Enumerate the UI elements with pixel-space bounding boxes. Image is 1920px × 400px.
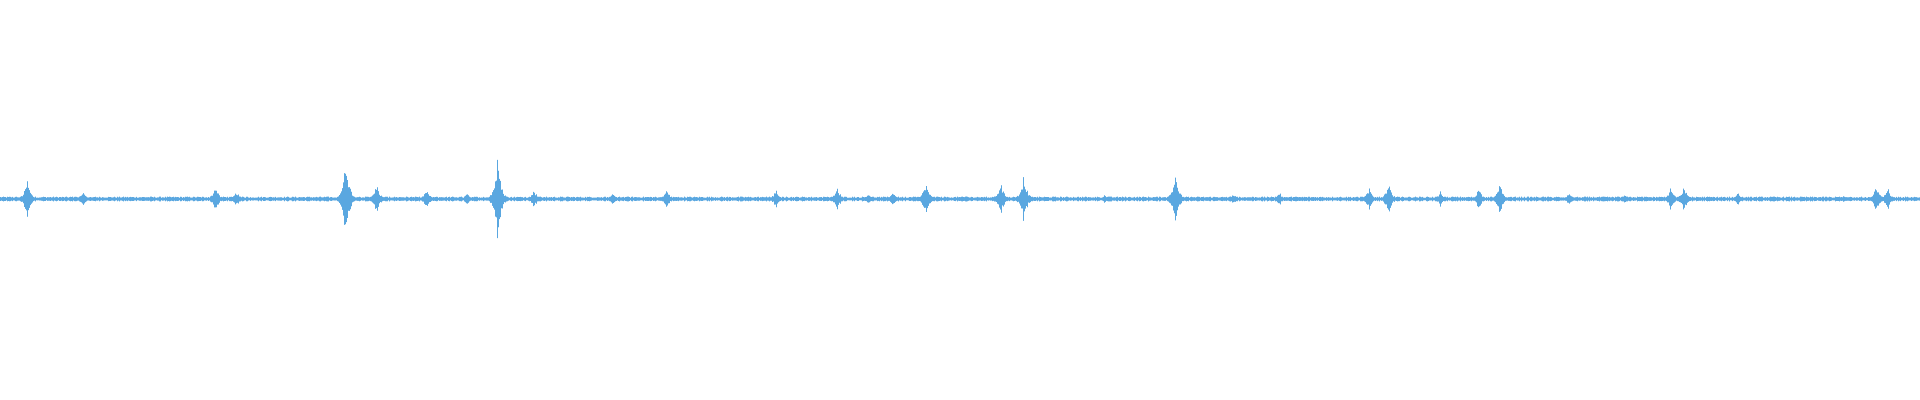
waveform-samples bbox=[0, 159, 1920, 239]
waveform-sample-bars bbox=[0, 159, 1920, 239]
